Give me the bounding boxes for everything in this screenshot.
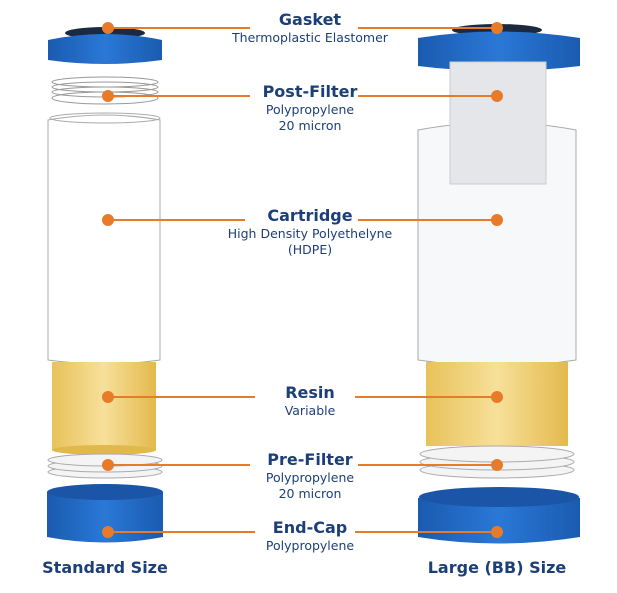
- label-end-cap: End-Cap Polypropylene: [265, 518, 355, 553]
- cartridge-body-standard: [47, 114, 161, 365]
- label-cartridge: Cartridge High Density Polyethelyne (HDP…: [227, 206, 393, 257]
- resin-standard: [52, 362, 156, 450]
- label-post-filter: Post-Filter Polypropylene 20 micron: [262, 82, 358, 133]
- label-resin: Resin Variable: [284, 383, 336, 418]
- large-size-label: Large (BB) Size: [427, 558, 567, 577]
- label-gasket: Gasket Thermoplastic Elastomer: [232, 10, 388, 45]
- large-cartridge: [417, 24, 580, 544]
- label-pre-filter: Pre-Filter Polypropylene 20 micron: [265, 450, 355, 501]
- resin-large: [426, 362, 568, 446]
- top-cap-large: [418, 31, 580, 71]
- top-cap-standard: [48, 34, 162, 64]
- post-filter-large: [449, 61, 547, 185]
- leader-lines: [102, 22, 503, 538]
- end-cap-standard: [47, 487, 163, 543]
- standard-size-label: Standard Size: [42, 558, 168, 577]
